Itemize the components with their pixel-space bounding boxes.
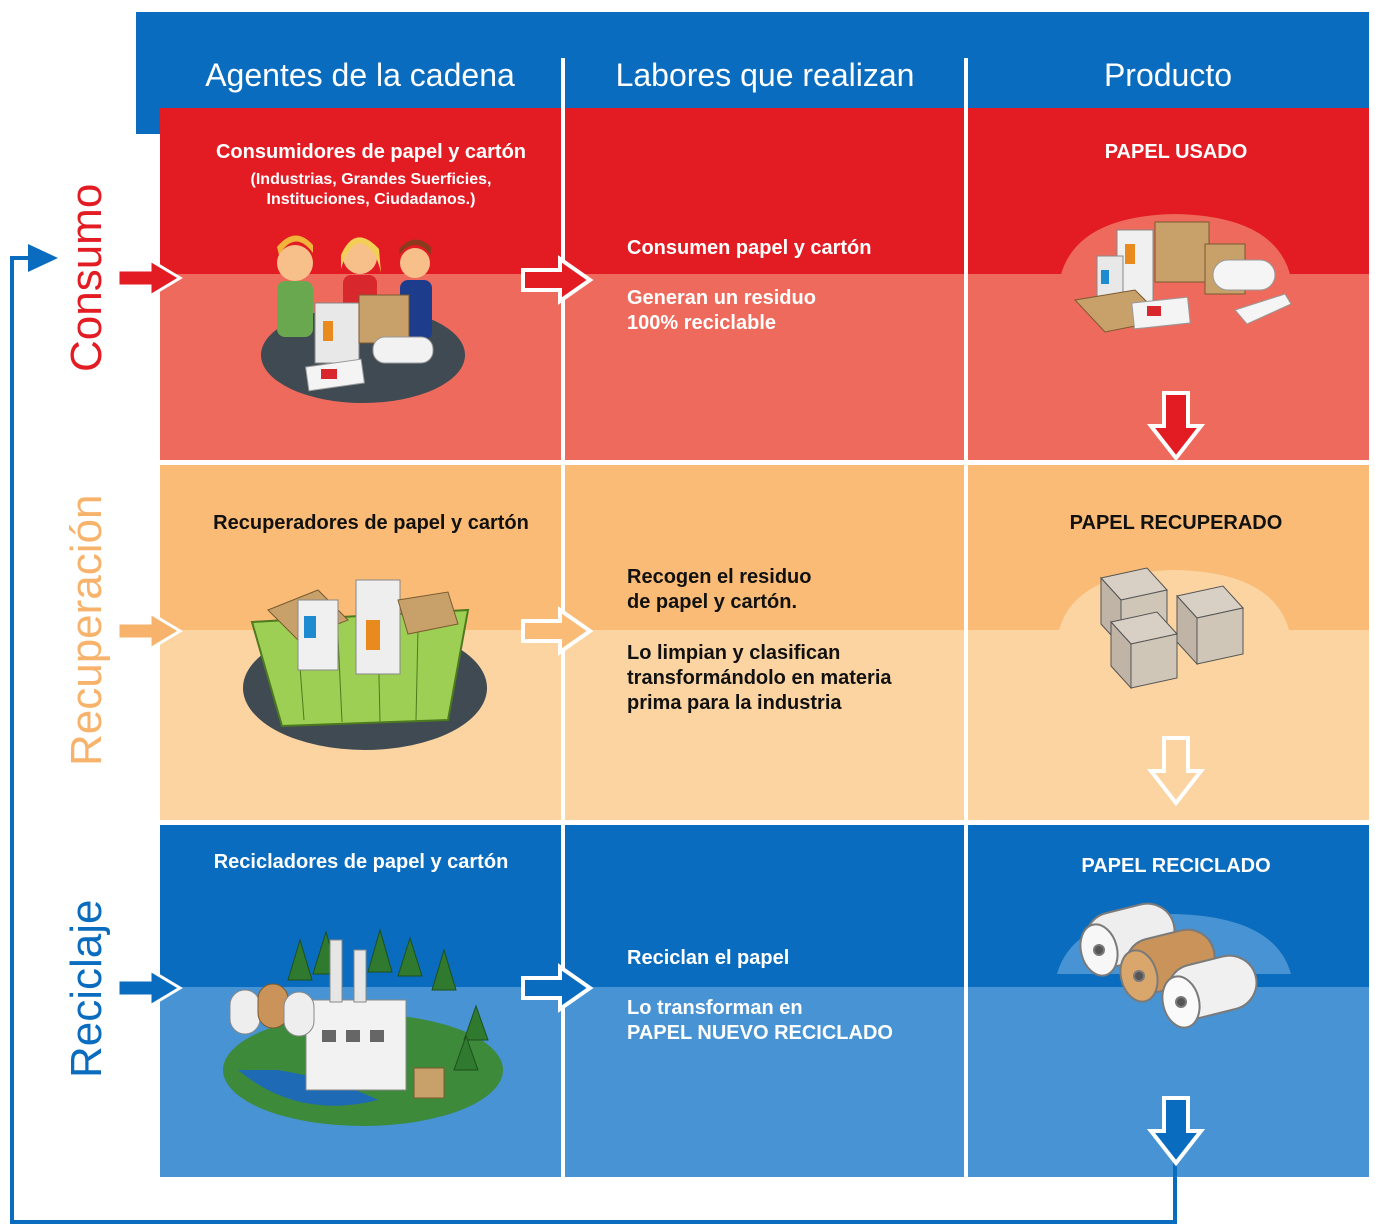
consumo-agent-sub-1: (Industrias, Grandes Suerficies, <box>250 171 492 188</box>
consumo-agent-sub-2: Instituciones, Ciudadanos.) <box>266 191 476 208</box>
recovered-bales-illustration <box>1059 567 1289 690</box>
recuperacion-task-1a: Recogen el residuo <box>627 566 812 588</box>
reciclaje-agent-title: Recicladores de papel y cartón <box>213 851 509 873</box>
recuperacion-task-2a: Lo limpian y clasifican <box>627 642 841 664</box>
used-paper-illustration <box>1060 214 1292 333</box>
arrow-into-recuperacion-icon <box>116 610 183 652</box>
header-producto: Producto <box>1103 57 1233 93</box>
arrow-down-reciclaje-icon <box>1146 1096 1206 1167</box>
reciclaje-product: PAPEL RECICLADO <box>1081 855 1271 877</box>
consumo-task-2b: 100% reciclable <box>627 312 776 334</box>
recuperacion-task-2c: prima para la industria <box>627 692 842 714</box>
recycled-rolls-illustration <box>1057 902 1291 1029</box>
recuperacion-task-2b: transformándolo en materia <box>627 667 892 689</box>
consumo-agent-title: Consumidores de papel y cartón <box>215 141 527 163</box>
consumo-task-2a: Generan un residuo <box>627 287 816 309</box>
reciclaje-task-2a: Lo transforman en <box>627 997 803 1019</box>
recuperacion-product: PAPEL RECUPERADO <box>1069 512 1283 534</box>
arrow-into-consumo-icon <box>116 257 183 299</box>
header-labores: Labores que realizan <box>615 57 915 93</box>
arrow-agent-to-task-recuperacion-icon <box>521 606 594 656</box>
header-agentes: Agentes de la cadena <box>205 57 515 93</box>
reciclaje-task-2b: PAPEL NUEVO RECICLADO <box>627 1022 893 1044</box>
consumo-product: PAPEL USADO <box>1104 141 1248 163</box>
consumers-illustration <box>261 235 465 403</box>
arrow-agent-to-task-consumo-icon <box>521 255 594 305</box>
arrow-into-reciclaje-icon <box>116 967 183 1009</box>
arrow-down-recuperacion-icon <box>1146 736 1206 807</box>
recuperacion-task-1b: de papel y cartón. <box>627 591 798 613</box>
recovery-bin-illustration <box>243 579 487 750</box>
arrow-down-consumo-icon <box>1146 391 1206 462</box>
recuperacion-agent-title: Recuperadores de papel y cartón <box>213 512 529 534</box>
column-divider-2 <box>964 58 968 1177</box>
recycling-plant-illustration <box>223 928 503 1126</box>
reciclaje-task-1: Reciclan el papel <box>627 947 790 969</box>
arrow-agent-to-task-reciclaje-icon <box>521 963 594 1013</box>
consumo-task-1: Consumen papel y cartón <box>627 237 872 259</box>
